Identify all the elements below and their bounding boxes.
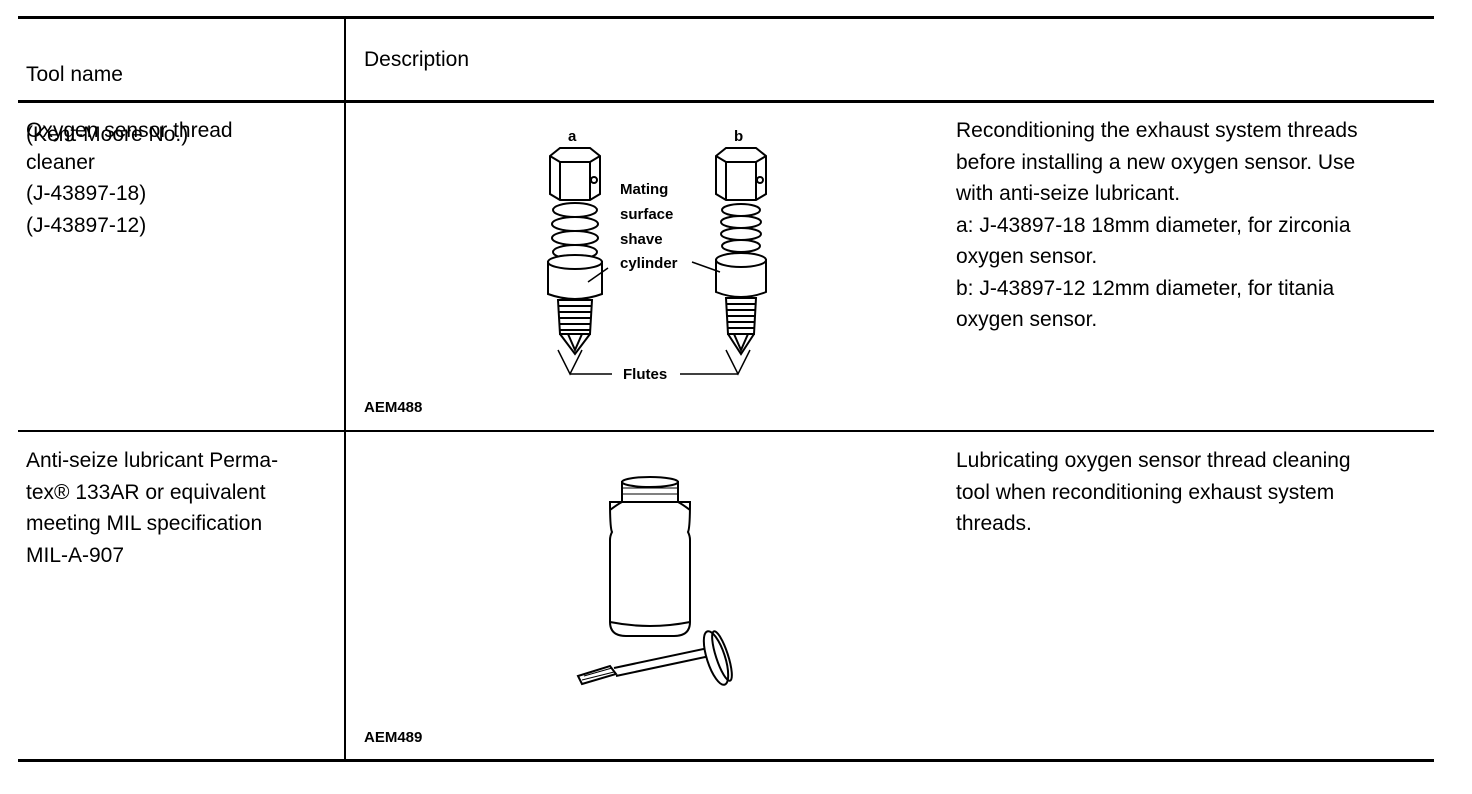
label-surface: surface: [620, 206, 673, 223]
anti-seize-figure: [576, 476, 733, 686]
header-tool-name: Tool name (Kent-Moore No.): [26, 30, 188, 150]
table-bottom-rule: [18, 759, 1434, 762]
label-shave: shave: [620, 231, 663, 248]
row-divider-rule: [18, 430, 1434, 432]
header-tool-name-line2: (Kent-Moore No.): [26, 123, 189, 146]
figure-code-aem488: AEM488: [364, 399, 423, 416]
row1-tool-name: Oxygen sensor thread cleaner (J-43897-18…: [26, 119, 233, 237]
table-top-rule: [18, 16, 1434, 19]
leader-lines: [557, 261, 751, 376]
figure-code-aem489: AEM489: [364, 729, 423, 746]
label-b: b: [734, 128, 743, 145]
row1-description: Reconditioning the exhaust system thread…: [956, 119, 1358, 331]
row2-tool-name: Anti-seize lubricant Perma- tex® 133AR o…: [26, 449, 279, 567]
header-description: Description: [364, 48, 470, 71]
brush-icon: [576, 630, 733, 686]
label-flutes: Flutes: [623, 366, 667, 383]
thread-cleaner-b: [715, 147, 767, 356]
label-a: a: [568, 128, 577, 145]
thread-cleaner-figure: a b Mating surface shave cylinder Flutes: [547, 128, 767, 383]
thread-cleaner-a: [547, 147, 603, 356]
column-divider: [344, 17, 346, 762]
label-mating: Mating: [620, 181, 668, 198]
header-bottom-rule: [18, 100, 1434, 103]
header-tool-name-line1: Tool name: [26, 63, 123, 86]
row2-description: Lubricating oxygen sensor thread cleanin…: [956, 449, 1351, 535]
label-cylinder: cylinder: [620, 255, 678, 272]
lubricant-bottle-icon: [608, 476, 692, 637]
